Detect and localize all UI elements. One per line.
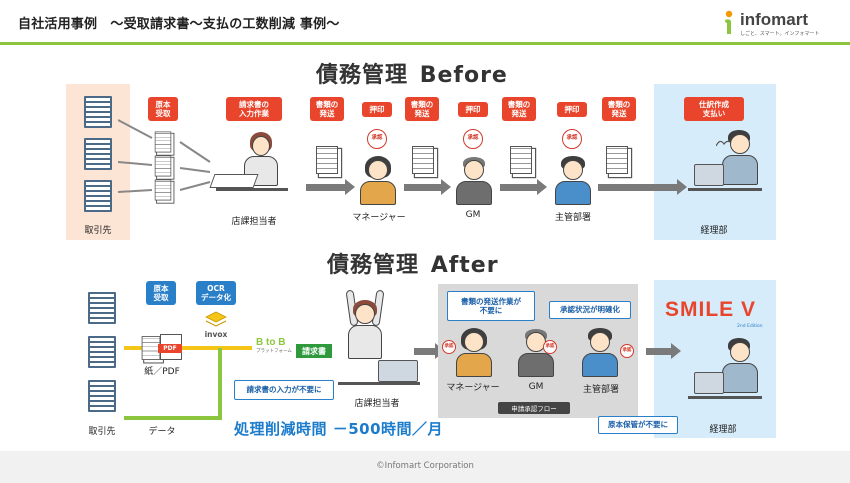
- smile-v-wordmark: SMILE V: [665, 298, 757, 321]
- after-gm-label: GM: [528, 382, 544, 392]
- supplier-building-icon: [84, 96, 112, 128]
- gm-illustration: [452, 156, 496, 206]
- footer: ©Infomart Corporation: [0, 451, 850, 483]
- approval-stamp-icon: 承認: [463, 129, 483, 149]
- pdf-file-icon: PDF: [158, 334, 182, 360]
- after-supplier-label: 取引先: [88, 427, 116, 437]
- paper-invoice-icon: [141, 336, 161, 360]
- approval-stamp-icon: 承認: [620, 344, 634, 358]
- flow-arrow: [404, 179, 451, 195]
- callout-no-input: 請求書の入力が不要に: [234, 380, 334, 400]
- after-title-en: After: [428, 253, 502, 278]
- stretching-staff-illustration: [334, 289, 420, 388]
- btob-logo-sub: プラットフォーム: [256, 349, 292, 354]
- before-supplier-label: 取引先: [84, 226, 112, 236]
- supplier-building-icon: [88, 336, 116, 368]
- section-head-illustration: [551, 156, 595, 206]
- invox-logo-icon: [205, 311, 227, 327]
- pdf-badge: PDF: [158, 344, 182, 353]
- copyright: ©Infomart Corporation: [376, 461, 474, 471]
- tag-send-docs: 書類の 発送: [310, 97, 344, 121]
- after-title-jp: 債務管理: [327, 253, 420, 278]
- paper-pdf-label: 紙／PDF: [144, 367, 180, 377]
- after-title: 債務管理 After: [327, 247, 502, 279]
- page-title: 自社活用事例 ～受取請求書～支払の工数削減 事例～: [18, 17, 340, 32]
- after-accounting-label: 経理部: [709, 425, 737, 435]
- tag-original-receipt: 原本 受取: [146, 281, 176, 305]
- btob-logo-text: B to B: [256, 337, 286, 348]
- supplier-building-icon: [88, 380, 116, 412]
- sigh-icon: [716, 140, 730, 147]
- approval-stamp-icon: 承認: [543, 340, 557, 354]
- approval-stamp-icon: 承認: [562, 129, 582, 149]
- invoice-badge: 請求書: [296, 344, 332, 358]
- logo-tagline: しごと、スマート。インフォマート: [740, 31, 820, 37]
- manager-illustration: [452, 328, 496, 378]
- supplier-building-icon: [84, 138, 112, 170]
- tag-journal-payment: 仕訳作成 支払い: [684, 97, 744, 121]
- paper-invoice-icon: [154, 179, 172, 201]
- tag-original-receipt: 原本 受取: [148, 97, 178, 121]
- flow-arrow: [414, 343, 445, 359]
- accounting-worker-illustration: [686, 130, 766, 206]
- header-divider: [0, 42, 850, 45]
- after-store-staff-label: 店課担当者: [354, 399, 400, 409]
- supplier-building-icon: [88, 292, 116, 324]
- section-head-illustration: [578, 328, 622, 378]
- flow-arrow: [500, 179, 547, 195]
- data-label: データ: [148, 427, 176, 437]
- before-title: 債務管理 Before: [316, 57, 511, 89]
- tag-invoice-input: 請求書の 入力作業: [226, 97, 282, 121]
- smile-v-logo: SMILE V 2nd Edition: [665, 298, 769, 332]
- after-accounting-panel: [654, 280, 776, 438]
- tag-stamp: 押印: [458, 102, 488, 117]
- flow-arrow: [306, 179, 355, 195]
- callout-no-storage: 原本保管が不要に: [598, 416, 678, 434]
- before-accounting-label: 経理部: [700, 226, 728, 236]
- infomart-mark-icon: [725, 10, 733, 34]
- after-manager-label: マネージャー: [446, 383, 500, 393]
- store-staff-illustration: [209, 130, 292, 208]
- before-title-jp: 債務管理: [316, 63, 409, 88]
- tag-stamp: 押印: [362, 102, 392, 117]
- tag-send-docs: 書類の 発送: [602, 97, 636, 121]
- documents-icon: [510, 146, 532, 174]
- callout-no-sending: 書類の発送作業が 不要に: [447, 291, 535, 321]
- accounting-worker-illustration: [686, 338, 766, 410]
- tag-ocr: OCR データ化: [196, 281, 236, 305]
- flow-arrow: [598, 179, 687, 195]
- manager-illustration: [356, 156, 400, 206]
- documents-icon: [316, 146, 338, 174]
- time-reduction-text: 処理削減時間 －500時間／月: [234, 420, 444, 438]
- supplier-to-docs-arrows: [118, 119, 211, 193]
- paper-invoice-icon: [154, 155, 172, 177]
- documents-icon: [606, 146, 628, 174]
- approval-stamp-icon: 承認: [367, 129, 387, 149]
- before-store-staff-label: 店課担当者: [231, 217, 277, 227]
- infomart-logo: infomart しごと、スマート。インフォマート: [720, 8, 830, 38]
- btob-platform-logo: B to B プラットフォーム: [256, 337, 296, 359]
- before-title-en: Before: [417, 63, 511, 88]
- supplier-building-icon: [84, 180, 112, 212]
- tag-stamp: 押印: [557, 102, 587, 117]
- documents-icon: [412, 146, 434, 174]
- approval-flow-label: 申請承認フロー: [498, 402, 570, 414]
- tag-send-docs: 書類の 発送: [405, 97, 439, 121]
- before-section-head-label: 主管部署: [554, 213, 591, 223]
- flow-arrow: [646, 343, 681, 359]
- invox-label: invox: [204, 330, 228, 339]
- paper-invoice-icon: [154, 131, 172, 153]
- callout-clear-status: 承認状況が明確化: [549, 301, 631, 319]
- before-manager-label: マネージャー: [352, 213, 406, 223]
- smile-v-edition: 2nd Edition: [737, 324, 763, 329]
- before-gm-label: GM: [465, 210, 481, 220]
- approval-stamp-icon: 承認: [442, 340, 456, 354]
- tag-send-docs: 書類の 発送: [502, 97, 536, 121]
- after-section-head-label: 主管部署: [582, 385, 619, 395]
- logo-wordmark: infomart: [740, 10, 808, 29]
